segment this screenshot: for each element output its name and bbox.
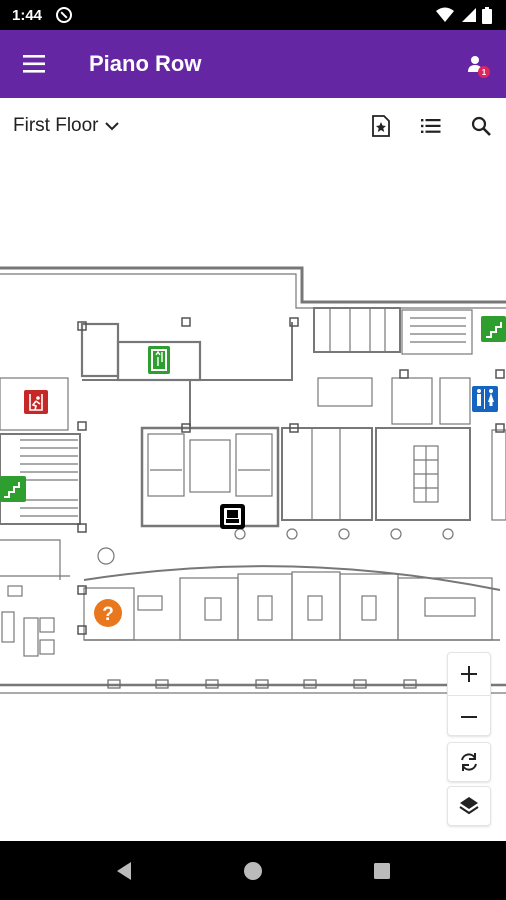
minus-icon <box>461 716 477 718</box>
zoom-divider <box>448 695 490 696</box>
plus-icon <box>461 666 477 682</box>
layers-button[interactable] <box>447 786 491 826</box>
zoom-controls <box>447 652 491 736</box>
status-icons <box>436 6 492 24</box>
notification-badge: 1 <box>478 66 490 78</box>
zoom-in-button[interactable] <box>448 653 490 695</box>
menu-button[interactable] <box>0 30 70 98</box>
favorites-button[interactable] <box>356 101 406 151</box>
stairs-icon[interactable] <box>481 316 506 342</box>
floor-selector[interactable]: First Floor <box>13 115 119 137</box>
help-symbol: ? <box>102 604 114 625</box>
back-button[interactable] <box>94 841 154 900</box>
app-title: Piano Row <box>89 51 202 76</box>
floor-toolbar: First Floor <box>0 98 506 154</box>
wifi-icon <box>436 7 454 22</box>
do-not-disturb-icon <box>56 7 73 23</box>
recents-square-icon <box>373 862 390 879</box>
restroom-icon[interactable] <box>472 386 498 412</box>
stairs-icon[interactable] <box>0 476 26 502</box>
layers-icon <box>459 797 479 815</box>
floor-plan-map[interactable]: ? <box>0 154 506 841</box>
zoom-out-button[interactable] <box>448 696 490 738</box>
back-triangle-icon <box>117 861 132 880</box>
floor-plan-drawing: ? <box>0 266 506 694</box>
app-bar: Piano Row 1 <box>0 30 506 98</box>
home-button[interactable] <box>223 841 283 900</box>
search-button[interactable] <box>456 101 506 151</box>
list-view-button[interactable] <box>406 101 456 151</box>
signal-icon <box>462 8 476 22</box>
printer-icon[interactable] <box>220 504 245 529</box>
home-circle-icon <box>243 861 262 880</box>
floor-label: First Floor <box>13 115 99 136</box>
elevator-icon[interactable] <box>148 346 170 374</box>
help-desk-icon[interactable]: ? <box>94 599 122 627</box>
starred-document-icon <box>372 115 390 137</box>
exit-sign-icon[interactable] <box>24 390 48 414</box>
search-icon <box>471 116 491 136</box>
account-button[interactable]: 1 <box>446 30 506 98</box>
hamburger-menu-icon <box>23 55 45 73</box>
list-icon <box>421 119 441 133</box>
refresh-icon <box>461 753 477 771</box>
recents-button[interactable] <box>352 841 412 900</box>
battery-icon <box>482 6 492 24</box>
status-time: 1:44 <box>12 6 43 24</box>
status-bar: 1:44 <box>0 0 506 30</box>
refresh-button[interactable] <box>447 742 491 782</box>
chevron-down-icon <box>104 122 119 131</box>
android-nav-bar <box>0 841 506 900</box>
